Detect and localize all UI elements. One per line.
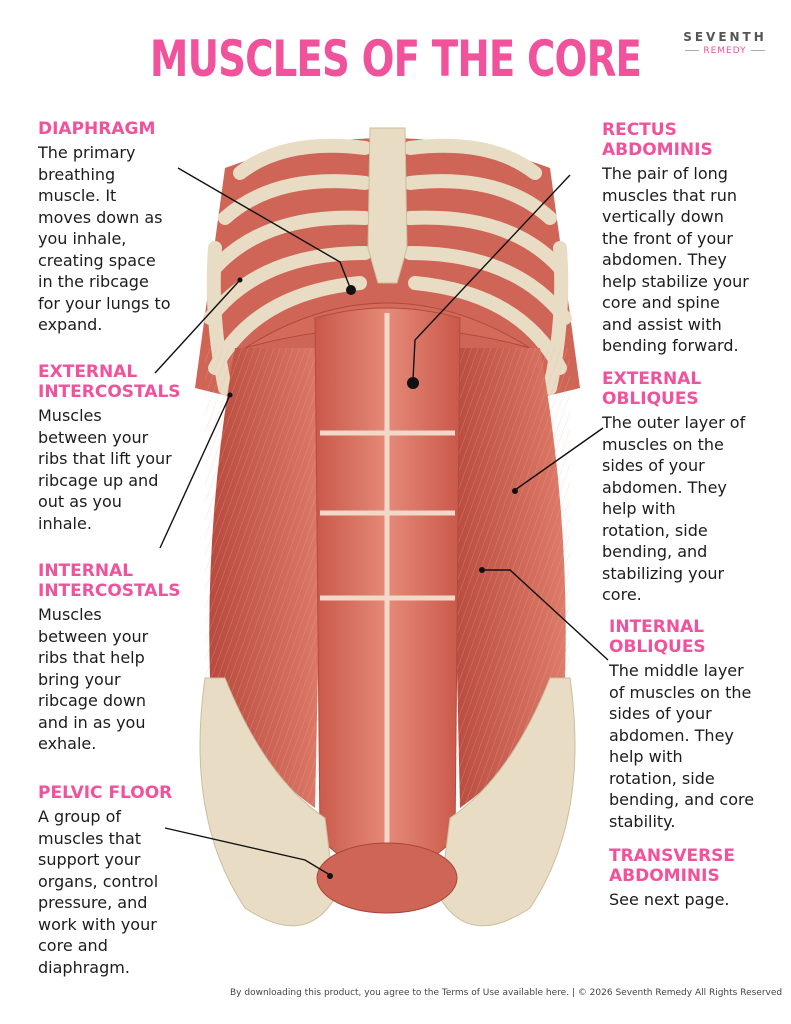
label-internal-obliques: INTERNAL OBLIQUES The middle layer of mu… [609, 617, 784, 832]
external-intercostals-heading: EXTERNAL INTERCOSTALS [38, 362, 181, 402]
pelvic-floor-description: A group of muscles that support your org… [38, 807, 159, 977]
external-obliques-heading: EXTERNAL OBLIQUES [602, 369, 702, 409]
core-anatomy-illustration [195, 127, 580, 927]
brand-logo: SEVENTH REMEDY [680, 30, 770, 56]
brand-name: SEVENTH [683, 30, 767, 44]
label-diaphragm: DIAPHRAGM The primary breathing muscle. … [38, 119, 198, 336]
internal-intercostals-heading: INTERNAL INTERCOSTALS [38, 561, 181, 601]
page-title: MUSCLES OF THE CORE [149, 30, 642, 88]
brand-sub: REMEDY [680, 46, 770, 56]
pelvic-floor-heading: PELVIC FLOOR [38, 783, 173, 803]
internal-obliques-heading: INTERNAL OBLIQUES [609, 617, 706, 657]
sternum [367, 127, 408, 284]
label-pelvic-floor: PELVIC FLOOR A group of muscles that sup… [38, 783, 198, 978]
diaphragm-heading: DIAPHRAGM [38, 119, 156, 139]
transverse-abdominis-description: See next page. [609, 890, 730, 909]
rectus-abdominis-heading: RECTUS ABDOMINIS [602, 120, 713, 160]
internal-obliques-description: The middle layer of muscles on the sides… [609, 661, 755, 831]
label-transverse-abdominis: TRANSVERSE ABDOMINIS See next page. [609, 846, 784, 911]
label-external-obliques: EXTERNAL OBLIQUES The outer layer of mus… [602, 369, 782, 606]
transverse-abdominis-heading: TRANSVERSE ABDOMINIS [609, 846, 736, 886]
label-rectus-abdominis: RECTUS ABDOMINIS The pair of long muscle… [602, 120, 782, 357]
label-internal-intercostals: INTERNAL INTERCOSTALS Muscles between yo… [38, 561, 198, 755]
pelvic-floor-shape [316, 842, 458, 914]
internal-intercostals-description: Muscles between your ribs that help brin… [38, 605, 149, 753]
diaphragm-description: The primary breathing muscle. It moves d… [38, 143, 171, 334]
external-obliques-description: The outer layer of muscles on the sides … [602, 413, 746, 604]
footer-terms-link[interactable]: By downloading this product, you agree t… [230, 988, 783, 998]
rectus-abdominis-description: The pair of long muscles that run vertic… [602, 164, 749, 355]
external-intercostals-description: Muscles between your ribs that lift your… [38, 406, 172, 533]
label-external-intercostals: EXTERNAL INTERCOSTALS Muscles between yo… [38, 362, 198, 534]
